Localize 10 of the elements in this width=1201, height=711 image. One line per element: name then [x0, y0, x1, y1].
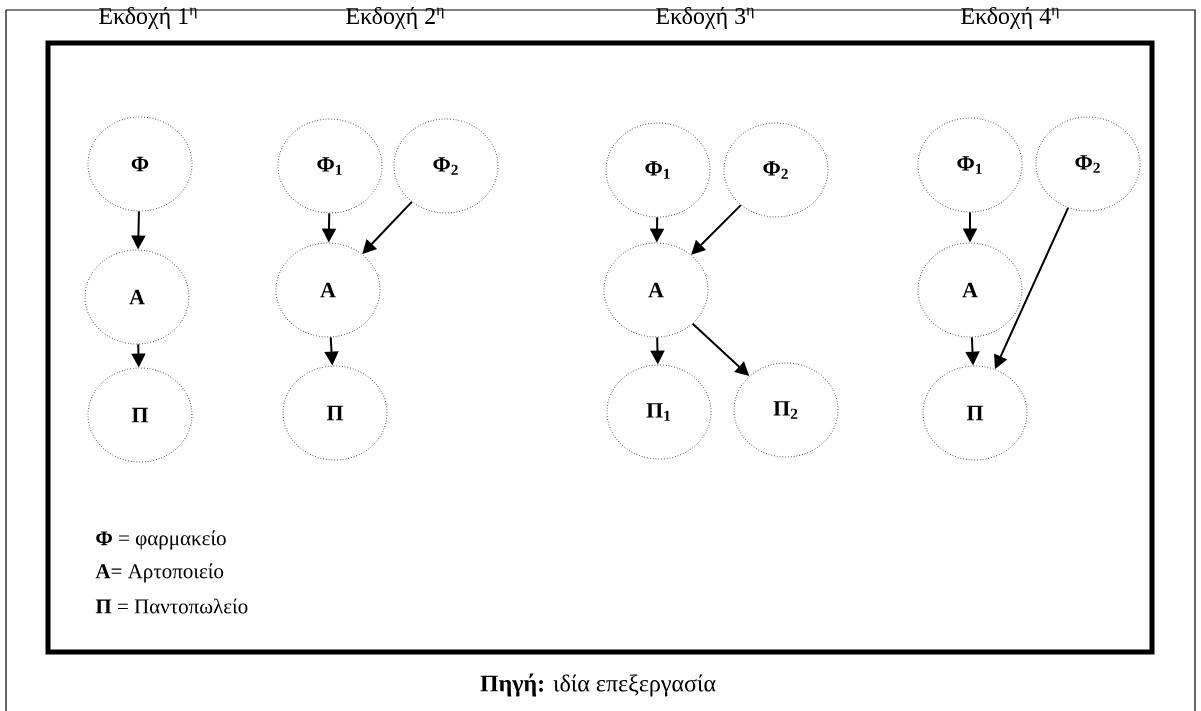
arrow [362, 200, 413, 254]
version-heading: Εκδοχή 3$^{η}$ [656, 7, 754, 29]
version-heading: Εκδοχή 1$^{η}$ [99, 7, 197, 29]
legend-text: Φ = φαρμακείο [96, 530, 226, 550]
version-heading: Εκδοχή 2$^{η}$ [346, 7, 444, 29]
legend-text: Π = Παντοπωλείο [95, 598, 248, 614]
caption: Πηγή: ιδία επεξεργασία [480, 673, 716, 697]
legend-text: Α= Αρτοποιείο [95, 563, 224, 583]
arrow [691, 204, 742, 255]
version-heading: Εκδοχή 4$^{η}$ [961, 7, 1059, 29]
